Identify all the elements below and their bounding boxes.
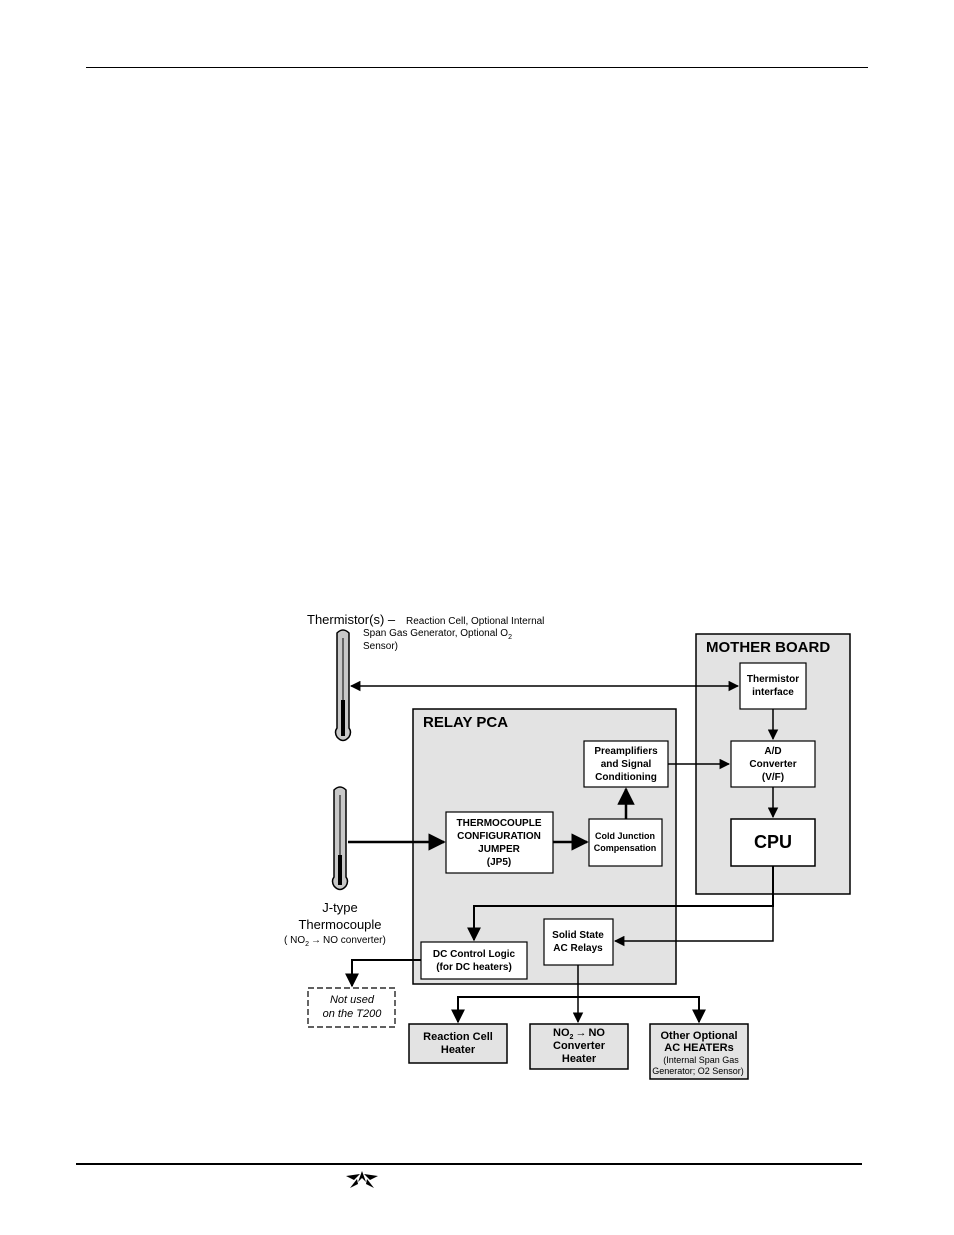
thermistor-line-3: Sensor)	[363, 641, 398, 652]
optional-heaters-line-4: Generator; O2 Sensor)	[652, 1066, 744, 1076]
dc-control-logic-box	[420, 941, 528, 980]
not-used-line-1: Not used	[330, 994, 375, 1006]
not-used-box	[307, 987, 396, 1028]
optional-heaters-line-3: (Internal Span Gas	[663, 1055, 739, 1065]
preamplifiers-line-3: Conditioning	[595, 772, 657, 783]
preamplifiers-line-2: and Signal	[601, 759, 652, 770]
ad-converter-box	[730, 740, 816, 788]
ad-converter-line-3: (V/F)	[762, 772, 784, 783]
jumper-line-4: (JP5)	[487, 857, 511, 868]
thermocouple-jumper-box	[445, 811, 554, 874]
connector-cpu-to-dc-control	[467, 866, 774, 942]
thermocouple-probe-icon	[331, 786, 349, 891]
connector-dc-to-not-used	[345, 959, 421, 988]
ac-relays-line-1: Solid State	[552, 930, 604, 941]
header-rule	[86, 67, 868, 68]
reaction-cell-heater-line-2: Heater	[441, 1044, 476, 1056]
ac-relays-box	[543, 918, 614, 966]
thermistor-line-1: Reaction Cell, Optional Internal	[406, 616, 544, 627]
jumper-line-3: JUMPER	[478, 844, 520, 855]
footer-rule	[76, 1163, 862, 1165]
preamplifiers-box	[583, 740, 669, 788]
thermistor-title: Thermistor(s) –	[307, 612, 396, 627]
not-used-line-2: on the T200	[323, 1008, 383, 1020]
thermocouple-label-1: J-type	[322, 900, 357, 915]
thermistor-line-2: Span Gas Generator, Optional O2	[363, 628, 512, 641]
cold-junction-line-2: Compensation	[594, 843, 657, 853]
converter-heater-line-1: NO2→NO	[553, 1027, 605, 1041]
ac-relays-line-2: AC Relays	[553, 943, 603, 954]
optional-heaters-line-2: AC HEATERs	[664, 1042, 733, 1054]
thermocouple-label-3: ( NO2→NO converter)	[284, 935, 386, 948]
relay-pca-title: RELAY PCA	[423, 714, 508, 731]
converter-heater-line-2: Converter	[553, 1040, 606, 1052]
ad-converter-line-2: Converter	[749, 759, 796, 770]
thermocouple-label-2: Thermocouple	[298, 917, 381, 932]
cpu-box	[730, 818, 816, 867]
reaction-cell-heater-line-1: Reaction Cell	[423, 1031, 493, 1043]
jumper-line-1: THERMOCOUPLE	[457, 818, 542, 829]
thermistor-interface-line-2: interface	[752, 687, 794, 698]
thermistor-interface-line-1: Thermistor	[747, 674, 799, 685]
jumper-line-2: CONFIGURATION	[457, 831, 541, 842]
cold-junction-box	[588, 818, 663, 867]
ad-converter-line-1: A/D	[764, 746, 781, 757]
converter-heater-box	[529, 1023, 629, 1070]
thermistor-probe-icon	[334, 629, 352, 742]
reaction-cell-heater-box	[408, 1023, 508, 1064]
converter-heater-line-3: Heater	[562, 1053, 597, 1065]
thermistor-interface-box	[739, 662, 807, 710]
optional-heaters-box	[649, 1023, 749, 1080]
optional-heaters-line-1: Other Optional	[661, 1030, 738, 1042]
company-logo	[346, 1171, 378, 1188]
preamplifiers-line-1: Preamplifiers	[594, 746, 658, 757]
dc-control-line-2: (for DC heaters)	[436, 962, 512, 973]
dc-control-line-1: DC Control Logic	[433, 949, 516, 960]
connector-cpu-to-ac-relays	[613, 906, 774, 947]
mother-board-title: MOTHER BOARD	[706, 639, 830, 656]
cold-junction-line-1: Cold Junction	[595, 831, 655, 841]
cpu-label: CPU	[754, 832, 792, 852]
